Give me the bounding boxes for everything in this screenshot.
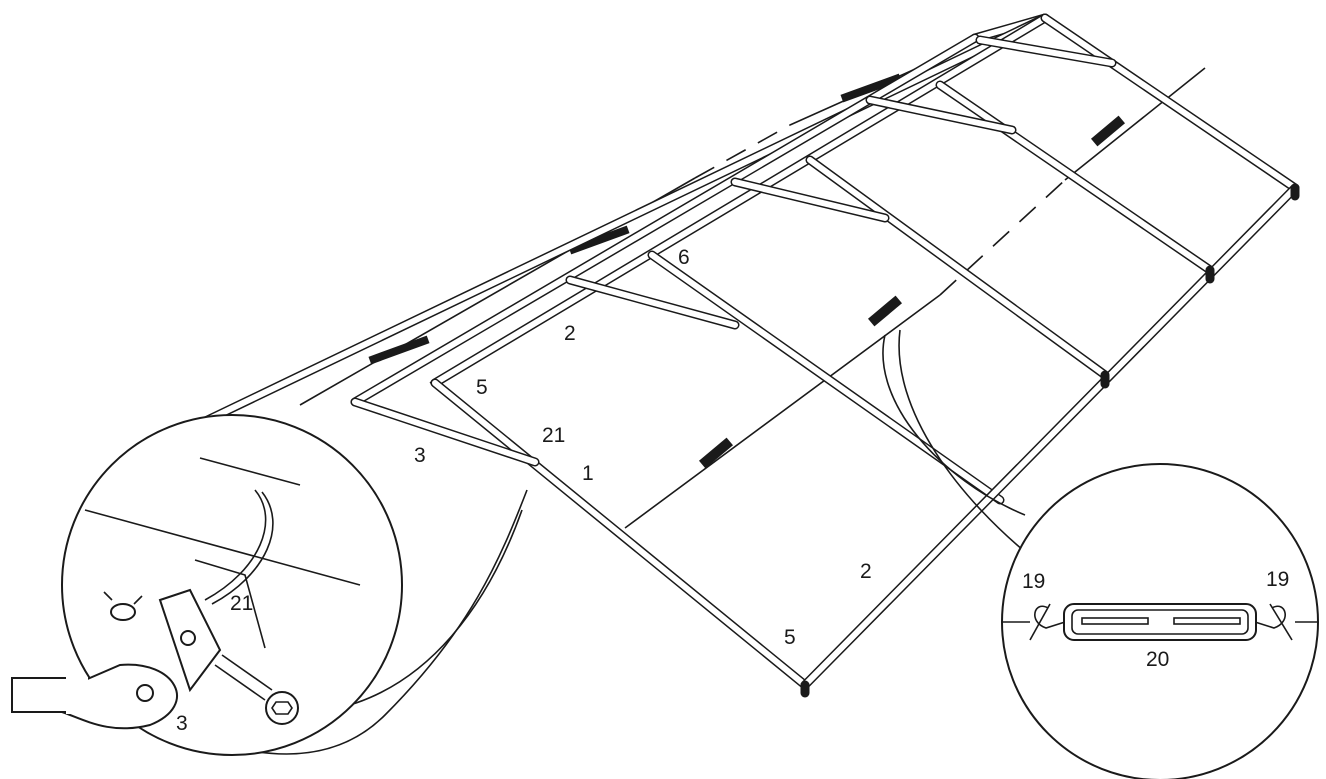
frame-pipes xyxy=(165,13,1300,698)
label-part-21: 21 xyxy=(542,424,565,447)
turnbuckle-body xyxy=(1063,603,1257,641)
detail-circle-turnbuckle xyxy=(1001,463,1319,779)
leader-lines xyxy=(224,329,1036,755)
hook-icon xyxy=(1254,605,1286,629)
label-part-2: 2 xyxy=(860,560,872,583)
turnbuckle-mark xyxy=(840,73,902,103)
label-part-21: 21 xyxy=(230,592,253,615)
label-part-19: 19 xyxy=(1266,568,1289,591)
part-number-labels: 6 2 5 21 3 1 2 5 21 3 19 19 20 xyxy=(176,246,1289,735)
label-part-1: 1 xyxy=(582,462,594,485)
turnbuckle-mark xyxy=(867,295,903,327)
label-part-6: 6 xyxy=(678,246,690,269)
detail-circle-clamp xyxy=(61,414,403,756)
brace-end xyxy=(61,663,178,730)
label-part-5: 5 xyxy=(784,626,796,649)
wing-nut-icon xyxy=(103,591,143,621)
turnbuckle-mark xyxy=(568,225,630,255)
turnbuckle-mark xyxy=(698,437,734,469)
turnbuckle-marks xyxy=(368,73,1126,469)
hook-icon xyxy=(1034,605,1066,629)
turnbuckle-mark xyxy=(1090,115,1126,147)
label-part-2: 2 xyxy=(564,322,576,345)
label-part-3: 3 xyxy=(176,712,188,735)
label-part-3: 3 xyxy=(414,444,426,467)
label-part-19: 19 xyxy=(1022,570,1045,593)
label-part-20: 20 xyxy=(1146,648,1169,671)
hex-bolt-icon xyxy=(214,654,299,725)
turnbuckle-mark xyxy=(368,335,430,365)
label-part-5: 5 xyxy=(476,376,488,399)
